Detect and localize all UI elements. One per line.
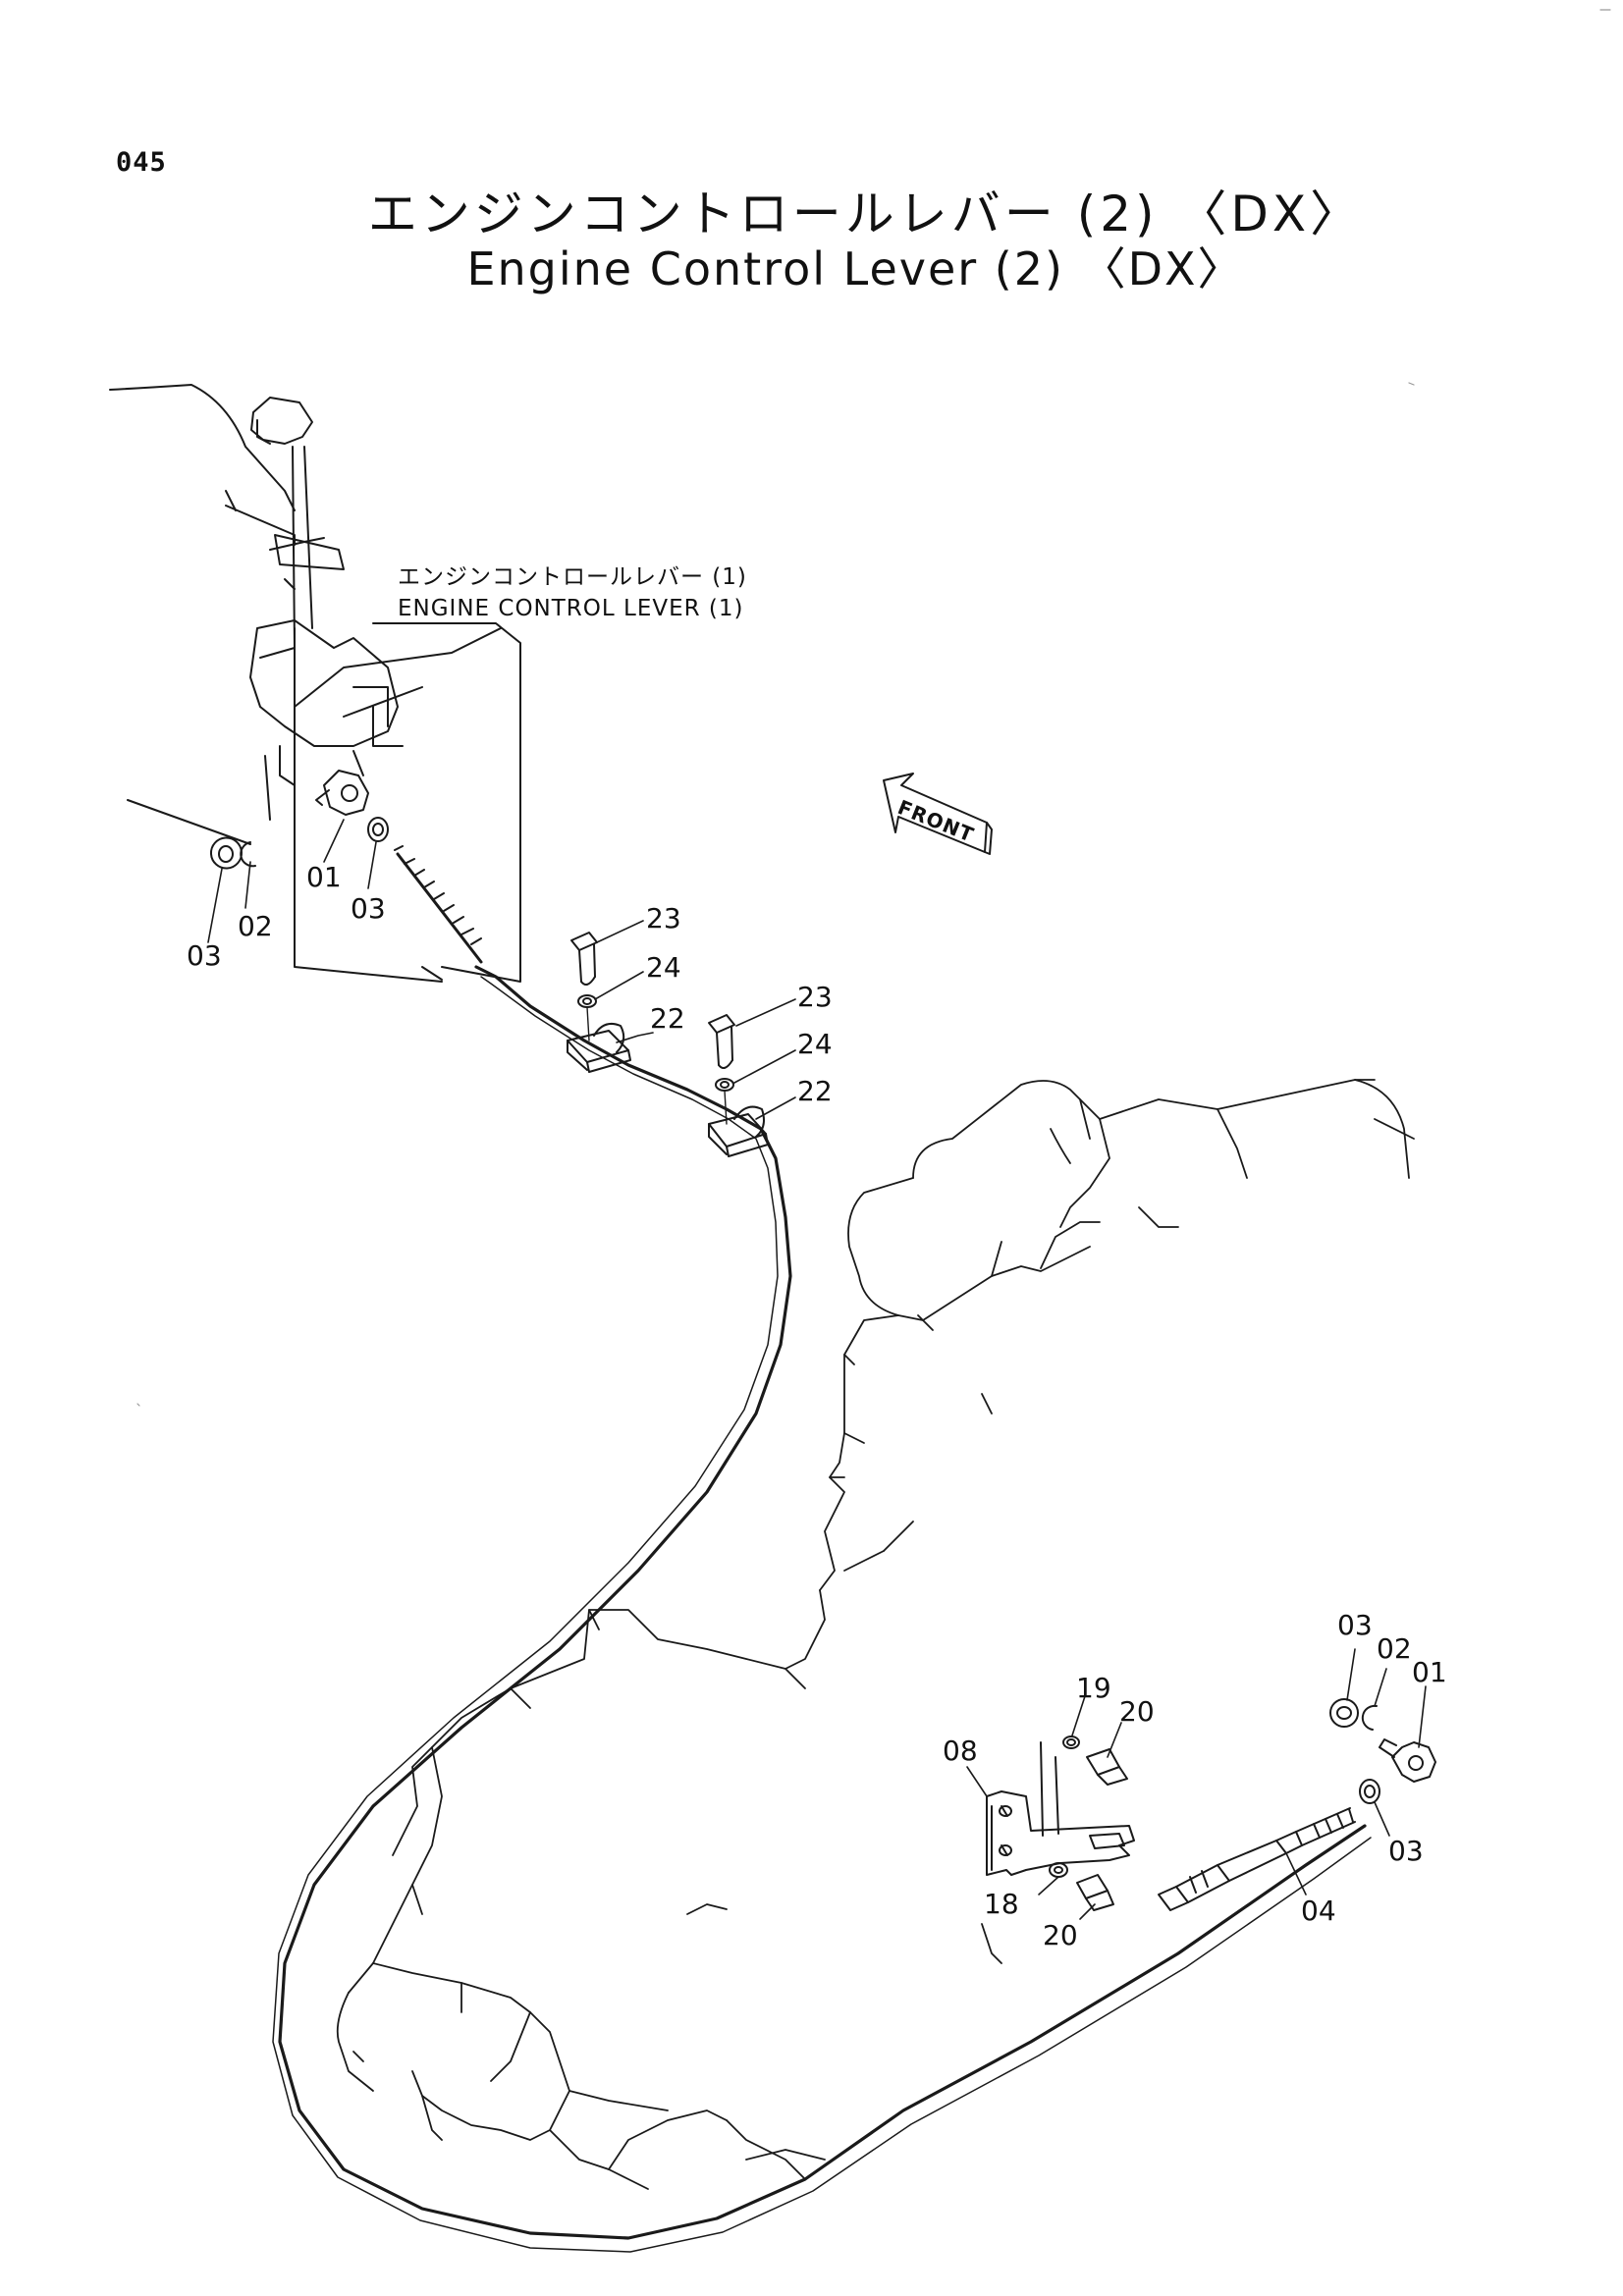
cable-end-fitting xyxy=(1158,1807,1356,1911)
engine-outline xyxy=(336,1079,1415,2190)
ball-joint-bottom xyxy=(1329,1698,1436,1804)
control-lever xyxy=(249,397,404,821)
cable-clamp-2 xyxy=(708,1014,769,1157)
title-english: Engine Control Lever (2) 〈DX〉 xyxy=(466,242,1245,295)
reference-label-jp: エンジンコントロールレバー (1) xyxy=(398,564,747,590)
front-arrow xyxy=(883,773,993,855)
callout-22: 22 xyxy=(797,1075,833,1107)
callout-03: 03 xyxy=(1337,1609,1373,1641)
callout-02: 02 xyxy=(1377,1632,1412,1665)
callout-20: 20 xyxy=(1119,1695,1155,1728)
margin-marks xyxy=(136,9,1611,1407)
callout-03: 03 xyxy=(1388,1835,1424,1867)
bracket-assembly xyxy=(986,1735,1135,1911)
callout-23: 23 xyxy=(646,902,681,934)
page-number: 045 xyxy=(116,147,167,178)
title-japanese: エンジンコントロールレバー (2) 〈DX〉 xyxy=(367,186,1364,242)
callout-04: 04 xyxy=(1301,1895,1336,1927)
callout-02: 02 xyxy=(238,910,273,942)
callout-19: 19 xyxy=(1076,1672,1111,1704)
callout-03: 03 xyxy=(351,892,386,925)
leader-lines-top-left xyxy=(207,819,377,943)
callout-24: 24 xyxy=(797,1028,833,1060)
callout-22: 22 xyxy=(650,1002,685,1035)
leader-lines-bottom-right xyxy=(1285,1648,1427,1896)
callout-08: 08 xyxy=(943,1735,978,1767)
ball-joint-top xyxy=(209,770,389,870)
callout-01: 01 xyxy=(1412,1656,1447,1688)
callout-18: 18 xyxy=(984,1888,1019,1920)
callout-20: 20 xyxy=(1043,1919,1078,1951)
reference-label-en: ENGINE CONTROL LEVER (1) xyxy=(398,596,744,621)
cable-clamp-1 xyxy=(567,932,631,1073)
leader-lines-clamps xyxy=(594,920,796,1120)
callout-03: 03 xyxy=(187,939,222,972)
callout-01: 01 xyxy=(306,861,342,893)
callout-23: 23 xyxy=(797,981,833,1013)
leader-lines-bracket xyxy=(966,1695,1122,1920)
control-cable xyxy=(272,845,1372,2253)
callout-24: 24 xyxy=(646,951,681,984)
